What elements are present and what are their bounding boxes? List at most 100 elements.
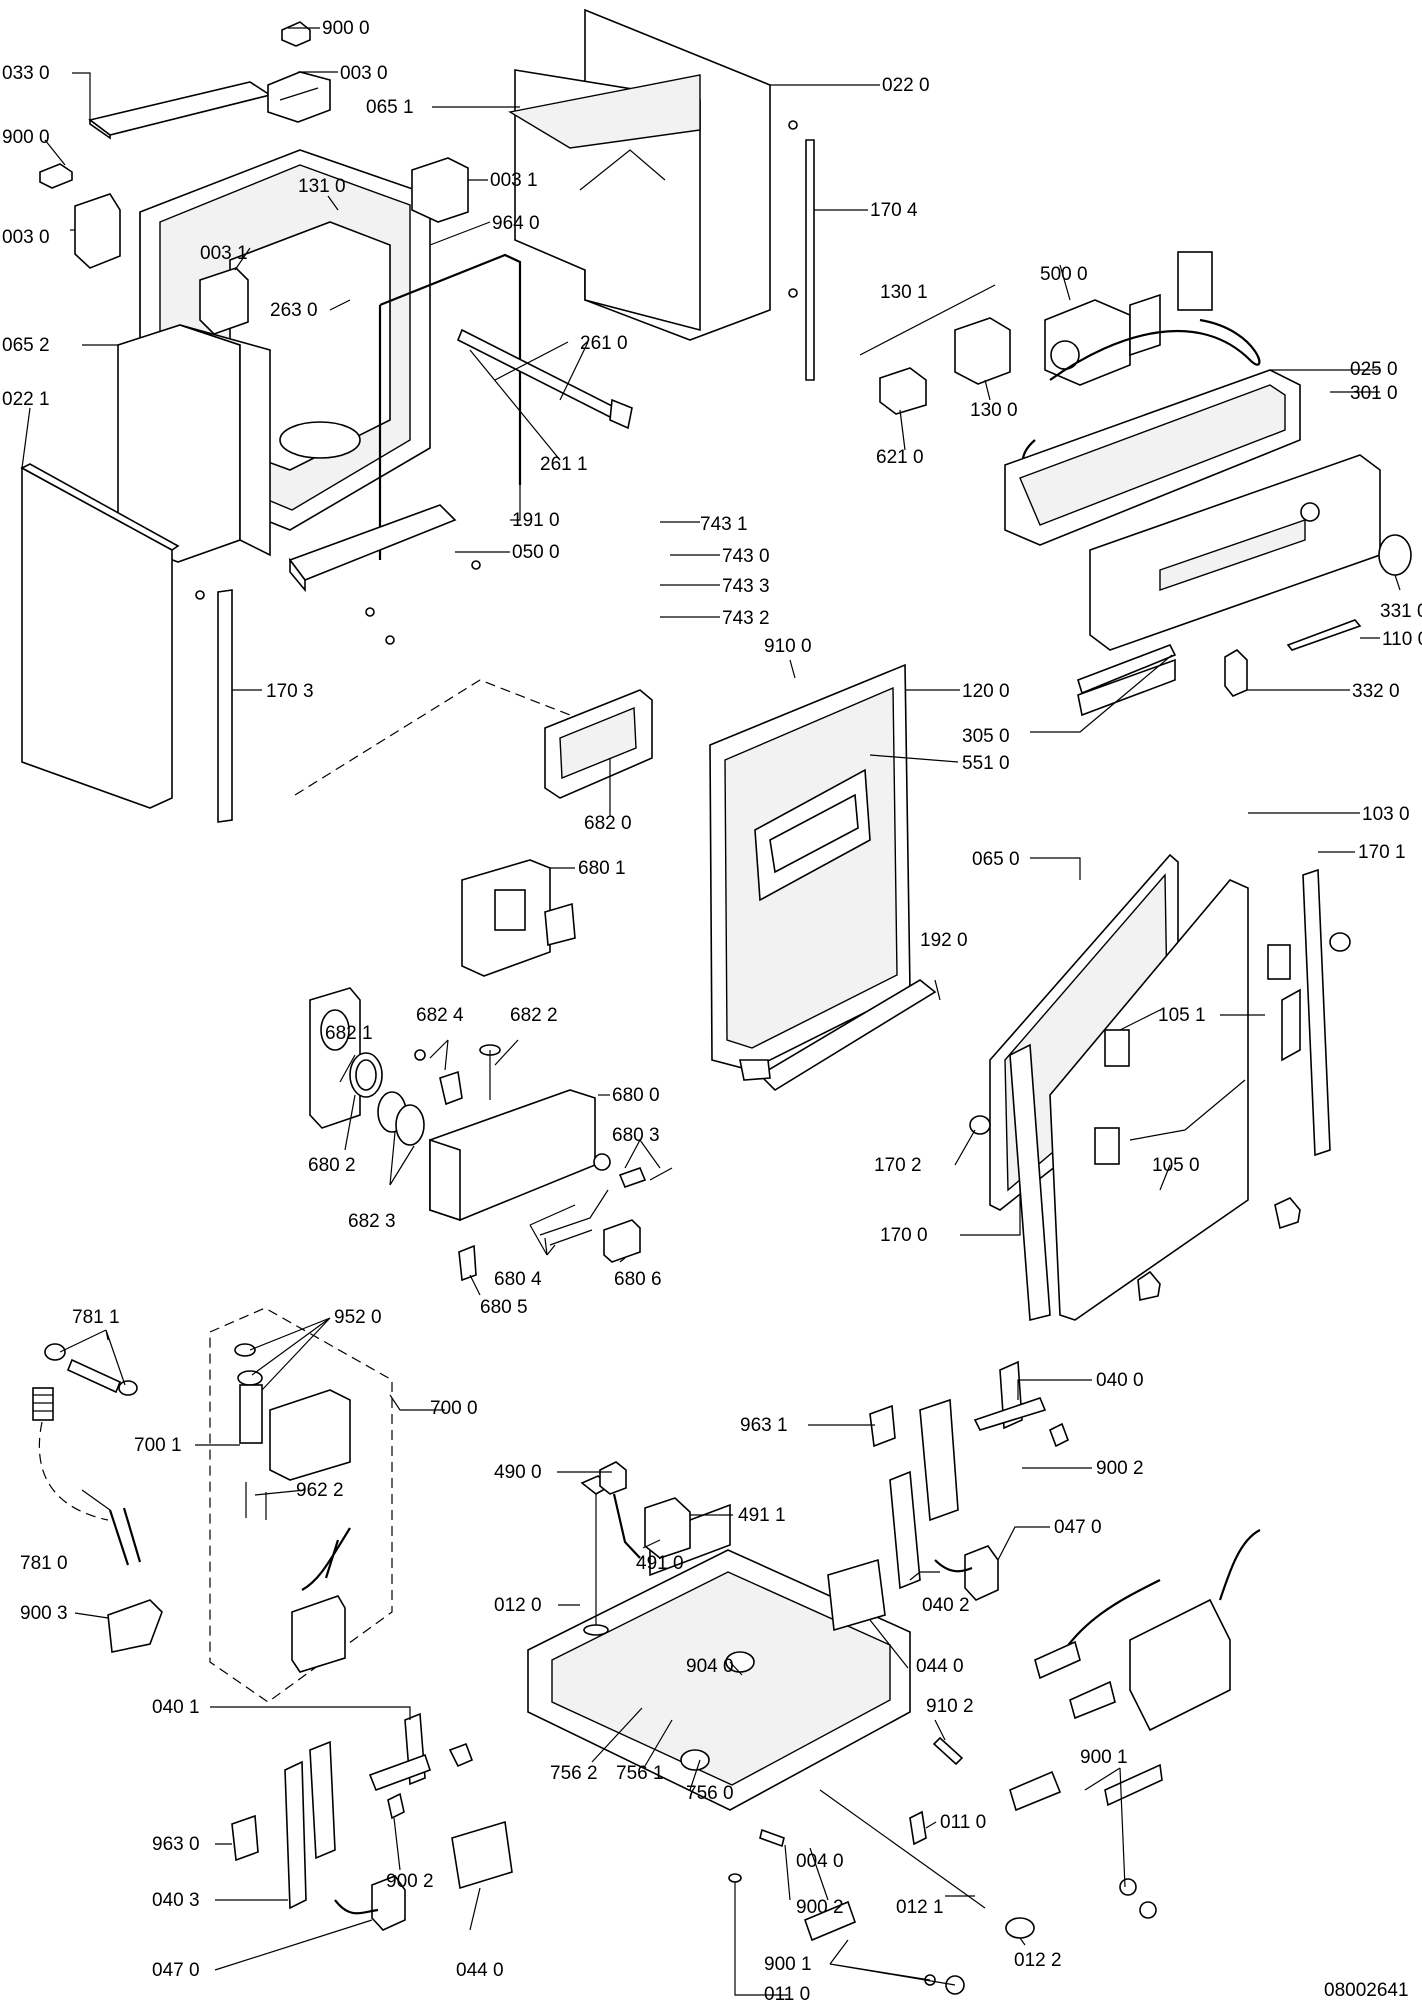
- screw-011-0-bottom: [728, 1873, 742, 1925]
- label-040-3: 040 3: [152, 1890, 200, 1911]
- label-040-2: 040 2: [922, 1595, 970, 1616]
- label-305-0: 305 0: [962, 726, 1010, 747]
- pin-682-2: [479, 1044, 501, 1100]
- label-756-0: 756 0: [686, 1783, 734, 1804]
- label-551-0: 551 0: [962, 753, 1010, 774]
- connector-block: [1129, 251, 1213, 357]
- label-105-0: 105 0: [1152, 1155, 1200, 1176]
- label-963-0: 963 0: [152, 1834, 200, 1855]
- knob-331: [1378, 534, 1412, 576]
- rinse-dispenser-680-1: [461, 859, 576, 977]
- label-904-0: 904 0: [686, 1656, 734, 1677]
- label-743-3: 743 3: [722, 576, 770, 597]
- label-700-0: 700 0: [430, 1398, 478, 1419]
- label-170-2: 170 2: [874, 1155, 922, 1176]
- label-192-0: 192 0: [920, 930, 968, 951]
- side-panel-022-0: [508, 8, 771, 341]
- label-103-0: 103 0: [1362, 804, 1410, 825]
- switch-130: [954, 317, 1011, 385]
- label-680-3: 680 3: [612, 1125, 660, 1146]
- label-033-0: 033 0: [2, 63, 50, 84]
- label-900-2-bottom: 900 2: [796, 1897, 844, 1918]
- label-490-0: 490 0: [494, 1462, 542, 1483]
- label-332-0: 332 0: [1352, 681, 1400, 702]
- label-491-1: 491 1: [738, 1505, 786, 1526]
- label-047-0-left: 047 0: [152, 1960, 200, 1981]
- label-170-3: 170 3: [266, 681, 314, 702]
- heater-044-0: [827, 1558, 886, 1632]
- label-003-1-top: 003 1: [490, 170, 538, 191]
- label-170-4: 170 4: [870, 200, 918, 221]
- bumper-170-1: [1329, 932, 1351, 952]
- pump-group-outline: [209, 1307, 393, 1703]
- pressure-switch-490: [599, 1461, 641, 1559]
- label-130-0: 130 0: [970, 400, 1018, 421]
- outer-side-panel-022-1: [20, 463, 180, 809]
- side-strip-170-0: [1009, 1043, 1051, 1322]
- hinge-003-top: [267, 71, 331, 123]
- bracket-900-1-right: [1009, 1770, 1157, 1919]
- switch-621: [879, 367, 927, 415]
- label-962-2: 962 2: [296, 1480, 344, 1501]
- top-panel-033: [88, 81, 272, 140]
- switch-491: [644, 1497, 691, 1559]
- label-044-0-left: 044 0: [456, 1960, 504, 1981]
- drain-hose-781-0: [38, 1421, 142, 1566]
- label-022-1: 022 1: [2, 389, 50, 410]
- label-011-0-right: 011 0: [940, 1812, 986, 1833]
- bracket-900-3: [107, 1599, 163, 1653]
- bracket-900-top: [281, 21, 311, 47]
- label-301-0: 301 0: [1350, 383, 1398, 404]
- thermostat-047-0: [934, 1545, 999, 1601]
- pump-bracket: [291, 1595, 346, 1673]
- label-065-2: 065 2: [2, 335, 50, 356]
- bracket-040-1: [368, 1712, 432, 1792]
- label-743-1: 743 1: [700, 514, 748, 535]
- wiring-harness-bottom: [1034, 1529, 1261, 1807]
- side-seal-170-4: [805, 139, 815, 381]
- base-channel-050: [288, 504, 457, 593]
- screw-900-2-bottom: [759, 1828, 785, 1848]
- label-120-0: 120 0: [962, 681, 1010, 702]
- mounting-line-130-1: [859, 284, 996, 356]
- label-003-0-top: 003 0: [340, 63, 388, 84]
- screw-011-0-right: [909, 1810, 927, 1846]
- hose-781-1: [44, 1343, 138, 1396]
- leader-lines: [21, 27, 1401, 1996]
- label-682-3: 682 3: [348, 1211, 396, 1232]
- gasket-680-2: [349, 1052, 383, 1098]
- label-130-1: 130 1: [880, 282, 928, 303]
- label-743-0: 743 0: [722, 546, 770, 567]
- label-065-1: 065 1: [366, 97, 414, 118]
- label-011-0-bottom: 011 0: [764, 1984, 810, 2003]
- label-170-0: 170 0: [880, 1225, 928, 1246]
- label-680-2: 680 2: [308, 1155, 356, 1176]
- label-680-6: 680 6: [614, 1269, 662, 1290]
- label-261-1: 261 1: [540, 454, 588, 475]
- label-781-0: 781 0: [20, 1553, 68, 1574]
- label-682-1: 682 1: [325, 1023, 373, 1044]
- label-040-1: 040 1: [152, 1697, 200, 1718]
- label-743-2: 743 2: [722, 608, 770, 629]
- bracket-040-2: [889, 1398, 959, 1590]
- label-680-1: 680 1: [578, 858, 626, 879]
- label-263-0: 263 0: [270, 300, 318, 321]
- label-756-1: 756 1: [616, 1763, 664, 1784]
- levers-680-4: [529, 1189, 609, 1246]
- label-110-0: 110 0: [1382, 629, 1422, 650]
- label-131-0: 131 0: [298, 176, 346, 197]
- door-panel-103: [1049, 879, 1301, 1321]
- drain-pump-hose: [301, 1527, 351, 1591]
- label-003-0-left: 003 0: [2, 227, 50, 248]
- screws-022: [788, 120, 798, 298]
- label-025-0: 025 0: [1350, 359, 1398, 380]
- label-331-0: 331 0: [1380, 601, 1422, 622]
- spring-clip: [32, 1387, 54, 1421]
- side-strip-170-1: [1302, 868, 1331, 1157]
- screws-050: [195, 560, 481, 645]
- dispenser-parts-680-3: [593, 1153, 673, 1189]
- label-900-0-top: 900 0: [322, 18, 370, 39]
- spray-arm-261: [456, 328, 633, 430]
- side-seal-170-3: [217, 589, 233, 823]
